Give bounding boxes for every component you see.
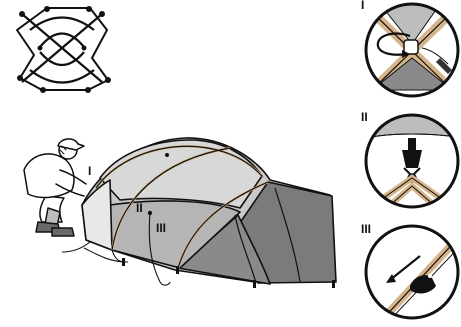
tent-marker-I: I [88,164,91,178]
pole-layout-schematic [17,6,111,93]
detail-I: I [361,0,458,96]
detail-II: II [360,110,461,214]
tent-marker-III: III [156,221,166,235]
detail-II-label: II [361,110,368,124]
tent-marker-II: II [136,201,143,215]
detail-III-label: III [361,222,371,236]
tent-door-left [82,180,112,250]
tent-main-illustration [62,138,336,288]
detail-III: III [361,222,461,322]
kneeling-person [24,139,86,236]
detail-I-label: I [361,0,364,12]
